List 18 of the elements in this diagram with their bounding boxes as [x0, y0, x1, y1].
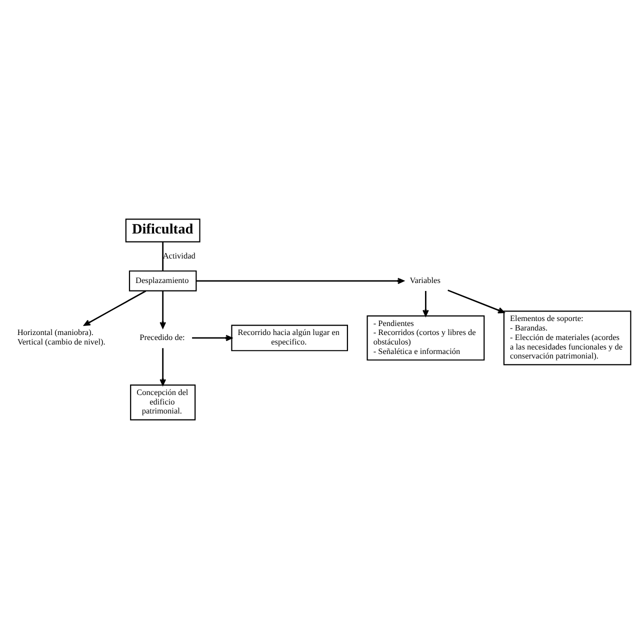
- connector: [162, 242, 164, 271]
- node-box: Recorrido hacia algún lugar en especifico.: [231, 324, 348, 352]
- arrow: [422, 290, 429, 316]
- node-text: Precedido de:: [140, 332, 185, 342]
- arrow: [192, 334, 232, 342]
- edge-label: Actividad: [162, 251, 196, 260]
- node-box: - Pendientes - Recorridos (cortos y libres de obstáculos) - Señalética e información: [366, 315, 485, 361]
- node-box: Dificultad: [125, 218, 200, 242]
- node-box: Desplazamiento: [128, 270, 197, 292]
- arrow: [448, 290, 505, 314]
- node-box: Concepción del edificio patrimonial.: [130, 384, 196, 420]
- node-box: Elementos de soporte: - Barandas. - Elección de materiales (acordes a las necesidades funcionales y de conservación patrimonial).: [503, 310, 632, 366]
- arrow: [160, 348, 166, 386]
- arrow: [84, 290, 146, 326]
- node-text: Horizontal (maniobra). Vertical (cambio de nivel).: [17, 328, 106, 347]
- arrow: [160, 290, 166, 329]
- arrow: [196, 278, 404, 284]
- node-text: Variables: [410, 276, 440, 285]
